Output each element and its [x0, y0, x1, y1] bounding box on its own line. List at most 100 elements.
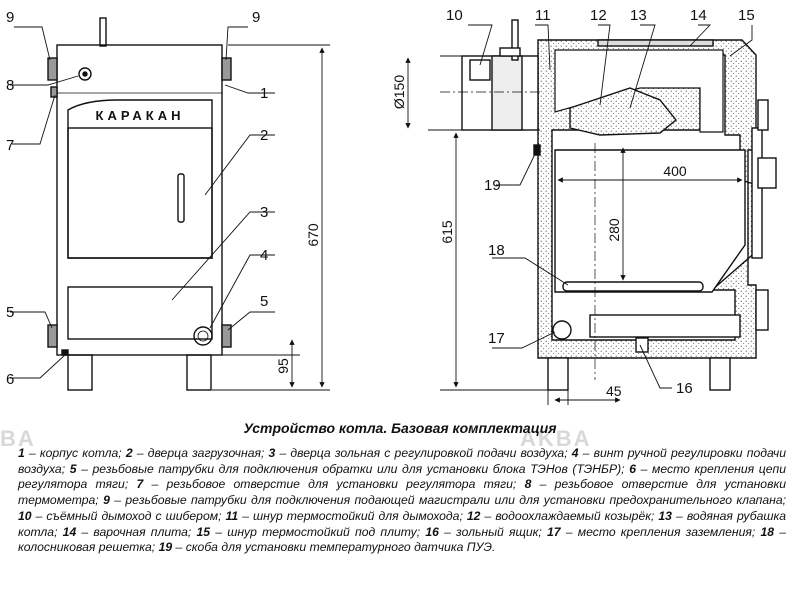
fitting-5-right: [221, 324, 232, 348]
air-screw: [193, 326, 213, 346]
dim-280: 280: [606, 218, 622, 242]
legend-item: 9 – резьбовые патрубки для подключения п…: [103, 493, 786, 508]
dim-615: 615: [439, 220, 455, 244]
callout-12: 12: [590, 7, 607, 24]
callout-16: 16: [676, 380, 693, 397]
legend: 1 – корпус котла; 2 – дверца загрузочная…: [18, 446, 786, 556]
legend-item-text: резьбовое отверстие для установки термом…: [18, 477, 786, 508]
front-leg-right: [186, 354, 212, 391]
legend-item: 4 – винт ручной регулировки подачи возду…: [18, 446, 787, 476]
callout-14: 14: [690, 7, 707, 24]
legend-item: 13 – водяная рубашка котла;: [18, 508, 786, 539]
callout-18: 18: [488, 242, 505, 259]
callout-8: 8: [6, 77, 14, 94]
section-leg-left: [547, 357, 569, 391]
legend-item-text: колосниковая решетка;: [18, 540, 156, 555]
legend-item-text: корпус котла;: [39, 446, 122, 460]
legend-item-number: 10: [18, 508, 32, 523]
legend-item-number: 17: [547, 524, 561, 539]
front-body: [56, 44, 223, 356]
callout-5a: 5: [6, 304, 14, 321]
legend-item-text: съёмный дымоход с шибером;: [46, 508, 222, 523]
callout-9b: 9: [252, 9, 260, 26]
legend-item-text: место крепления цепи регулятора тяги;: [18, 461, 786, 492]
legend-item-text: винт ручной регулировки подачи воздуха;: [18, 446, 787, 476]
legend-item-number: 7: [136, 477, 144, 492]
fitting-9-right: [221, 57, 232, 81]
legend-item-number: 4: [571, 446, 579, 460]
legend-item: 6 – место крепления цепи регулятора тяги…: [18, 461, 786, 492]
legend-item-number: 8: [524, 477, 532, 492]
callout-labels: 9 9 8 7 1 2 3 4 5 5 6 10 11 12 13 14 15 …: [6, 7, 755, 397]
fitting-5-left: [47, 324, 58, 348]
section-view: [461, 19, 777, 391]
ground-bolt: [552, 320, 572, 340]
legend-item-text: дверца загрузочная;: [147, 446, 265, 460]
legend-item-number: 1: [18, 446, 25, 460]
legend-item: 18 – колосниковая решетка;: [18, 524, 786, 555]
legend-item: 12 – водоохлаждаемый козырёк;: [466, 508, 655, 523]
legend-item-text: водяная рубашка котла;: [18, 508, 786, 539]
front-flue-stub: [99, 17, 107, 47]
callout-3: 3: [260, 204, 268, 221]
door-inner: [67, 127, 213, 259]
legend-item-number: 11: [225, 508, 239, 523]
dimension-labels: 670 95 Ø150 615 400 280 45: [275, 75, 687, 399]
caption-title: Устройство котла. Базовая комплектация: [243, 420, 557, 436]
legend-item-number: 13: [658, 508, 672, 523]
legend-item: 19 – скоба для установки температурного …: [158, 540, 496, 555]
legend-item: 1 – корпус котла;: [18, 446, 122, 460]
legend-item: 17 – место крепления заземления;: [547, 524, 756, 539]
section-leaders: [468, 24, 753, 389]
legend-item-text: резьбовые патрубки для подключения обрат…: [92, 461, 625, 476]
legend-item: 7 – резьбовое отверстие для установки ре…: [136, 477, 517, 492]
legend-item: 5 – резьбовые патрубки для подключения о…: [69, 461, 625, 476]
front-leaders: [10, 26, 275, 379]
callout-1: 1: [260, 85, 268, 102]
legend-item-text: резьбовые патрубки для подключения подаю…: [125, 493, 786, 508]
ash-door: [67, 286, 213, 340]
legend-item-number: 9: [103, 493, 110, 508]
firebox: [554, 149, 746, 293]
dim-45: 45: [606, 383, 622, 399]
loading-door: [67, 99, 213, 259]
legend-item-number: 2: [125, 446, 133, 460]
brand-plate: КАРАКАН: [96, 108, 185, 123]
grate: [562, 281, 704, 292]
legend-item: 10 – съёмный дымоход с шибером;: [18, 508, 222, 523]
legend-item: 15 – шнур термостойкий под плиту;: [196, 524, 421, 539]
legend-item-text: скоба для установки температурного датчи…: [185, 540, 496, 555]
thermometer-hole: [78, 67, 92, 81]
section-door: [751, 127, 763, 259]
callout-4: 4: [260, 247, 268, 264]
legend-item: 3 – дверца зольная с регулировкой подачи…: [268, 446, 568, 460]
callout-6: 6: [6, 371, 14, 388]
legend-item: 11 – шнур термостойкий для дымохода;: [225, 508, 463, 523]
legend-item-number: 16: [425, 524, 439, 539]
ash-box: [589, 314, 741, 338]
legend-item-number: 3: [268, 446, 276, 460]
legend-item-text: зольный ящик;: [456, 524, 542, 539]
front-leg-left: [67, 354, 93, 391]
dim-95: 95: [275, 358, 291, 374]
section-leg-right: [709, 357, 731, 391]
legend-item: 16 – зольный ящик;: [425, 524, 542, 539]
legend-item-number: 5: [69, 461, 77, 476]
callout-5b: 5: [260, 293, 268, 310]
legend-item: 14 – варочная плита;: [62, 524, 192, 539]
front-view: [47, 17, 232, 391]
legend-item: 8 – резьбовое отверстие для установки те…: [18, 477, 786, 508]
callout-10: 10: [446, 7, 463, 24]
legend-item-number: 6: [629, 461, 636, 476]
callout-7: 7: [6, 137, 14, 154]
callout-13: 13: [630, 7, 647, 24]
callout-9a: 9: [6, 9, 14, 26]
regulator-hole: [50, 86, 58, 98]
callout-19: 19: [484, 177, 501, 194]
legend-item-text: шнур термостойкий для дымохода;: [253, 508, 463, 523]
callout-17: 17: [488, 330, 505, 347]
legend-item-text: резьбовое отверстие для установки регуля…: [166, 477, 517, 492]
legend-item-number: 18: [760, 524, 775, 539]
callout-15: 15: [738, 7, 755, 24]
